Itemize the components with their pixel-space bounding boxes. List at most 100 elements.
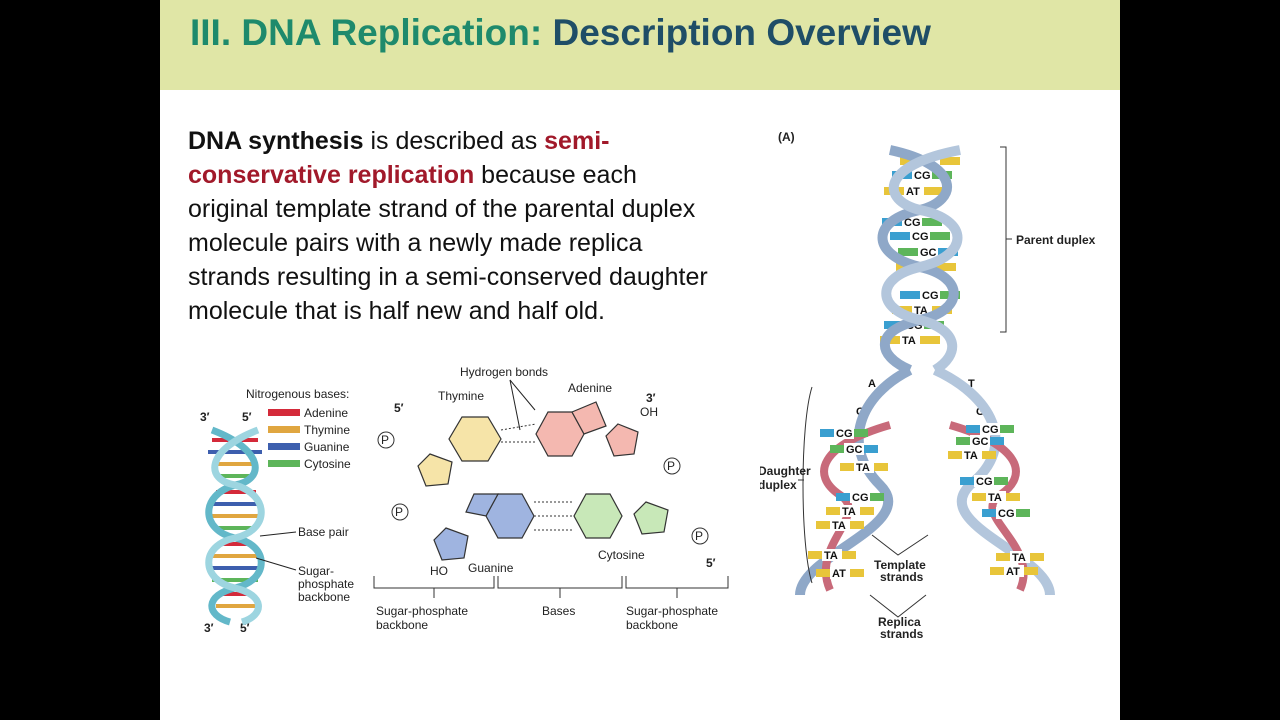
base-pair-label: TA: [1012, 552, 1026, 564]
base-pair-rung: AT: [990, 565, 1038, 578]
legend-adenine: Adenine: [268, 406, 348, 420]
hbond-pointer-2: [509, 379, 536, 411]
end-5-top-label: 5′: [394, 401, 404, 415]
base-pair-label: GC: [846, 444, 863, 456]
base-pair-rung: GC: [956, 435, 1004, 448]
sugar-top-right: [605, 423, 639, 457]
base-pair-label: TA: [856, 462, 870, 474]
adenine-label: Adenine: [568, 381, 612, 395]
backbone-label-3: backbone: [298, 590, 350, 604]
phosphate-top-left: P: [377, 431, 395, 449]
svg-text:P: P: [695, 529, 703, 543]
end-label-top-right: 5′: [242, 410, 252, 424]
base-pair-label: CG: [982, 424, 999, 436]
bracket-mid-label: Bases: [542, 604, 575, 618]
end-label-top-left: 3′: [200, 410, 210, 424]
base-pair-label: TA: [842, 506, 856, 518]
base-pair-label: GC: [972, 436, 989, 448]
base-pair-rung: CG: [900, 289, 960, 302]
end-3-top-label: 3′: [646, 391, 656, 405]
cytosine-label: Cytosine: [598, 548, 645, 562]
base-pair-label: AT: [832, 568, 846, 580]
base-pair-rung: CG: [890, 230, 950, 243]
base-pair-label: CG: [852, 492, 869, 504]
legend-thymine-label: Thymine: [304, 423, 350, 437]
base-pair-rung: GC: [898, 246, 958, 259]
template-label-2: strands: [880, 570, 924, 584]
daughter-duplex-bracket: [798, 386, 813, 584]
sugar-top-left: [417, 453, 453, 487]
legend-title: Nitrogenous bases:: [246, 387, 349, 401]
base-pair-rung: GC: [830, 443, 878, 456]
end-5-bottom-label: 5′: [706, 556, 716, 570]
thymine-ring: [448, 416, 502, 462]
base-pair-label: CG: [914, 170, 931, 182]
base-pair-label: TA: [824, 550, 838, 562]
bracket-lines: [373, 576, 729, 598]
legend-guanine-label: Guanine: [304, 440, 350, 454]
sugar-bottom-left: [433, 527, 469, 561]
base-pair-rung: CG: [982, 507, 1030, 520]
bracket-right-label-2: backbone: [626, 618, 678, 632]
bracket-left-label-2: backbone: [376, 618, 428, 632]
base-pair-label: TA: [988, 492, 1002, 504]
svg-text:P: P: [381, 433, 389, 447]
template-label-1: Template: [874, 558, 926, 572]
phosphate-top-right: P: [663, 457, 681, 475]
backbone-pointer: [255, 557, 297, 571]
fork-left-base: A: [868, 378, 876, 390]
base-pair-label: GC: [920, 247, 937, 259]
slide-title: III. DNA Replication: Description Overvi…: [190, 12, 931, 54]
phosphate-bottom-left: P: [391, 503, 409, 521]
paragraph-highlight: semi-conservative replication: [188, 127, 610, 189]
guanine-ring-5: [465, 493, 500, 517]
fork-right-base: G: [976, 406, 985, 418]
base-pair-label: CG: [998, 508, 1015, 520]
base-pair-rung: AT: [816, 567, 864, 580]
fork-right-base: T: [968, 378, 975, 390]
backbone-label-1: Sugar-: [298, 564, 334, 578]
parent-duplex-label: Parent duplex: [1016, 233, 1096, 247]
base-pair-rung: TA: [816, 519, 864, 532]
template-pointer: [871, 534, 929, 556]
base-pair-rung: TA: [880, 334, 940, 347]
base-pair-rung: TA: [826, 505, 874, 518]
cytosine-ring: [573, 493, 623, 539]
base-pair-rung: TA: [996, 551, 1044, 564]
base-pair-rung: TA: [840, 461, 888, 474]
base-pair-label: CG: [904, 217, 921, 229]
hbond-pointer-1: [509, 379, 521, 431]
base-pair-chemistry-figure: Hydrogen bonds Thymine Adenine 5′ 3′ OH …: [373, 365, 729, 632]
adenine-ring-5: [571, 401, 607, 435]
base-pair-label: AT: [1006, 566, 1020, 578]
base-pair-rung: CG: [960, 475, 1008, 488]
base-pair-label: TA: [832, 520, 846, 532]
phosphate-bottom-right: P: [691, 527, 709, 545]
base-pair-label: Base pair: [298, 525, 349, 539]
panel-label: (A): [778, 130, 795, 144]
base-pair-label: CG: [836, 428, 853, 440]
svg-text:P: P: [395, 505, 403, 519]
title-part-2: Description Overview: [552, 12, 931, 53]
svg-text:P: P: [667, 459, 675, 473]
legend-thymine: Thymine: [268, 423, 350, 437]
backbone-label-2: phosphate: [298, 577, 354, 591]
legend-guanine: Guanine: [268, 440, 350, 454]
slide: III. DNA Replication: Description Overvi…: [160, 0, 1120, 720]
description-paragraph: DNA synthesis is described as semi-conse…: [188, 124, 708, 328]
base-pair-rung: TA: [808, 549, 856, 562]
sugar-bottom-right: [633, 501, 669, 535]
parent-strand-b: [881, 145, 963, 375]
legend-cytosine-label: Cytosine: [304, 457, 351, 471]
title-part-1: III. DNA Replication:: [190, 12, 543, 53]
daughter-duplex-label-1: Daughter: [760, 464, 811, 478]
dna-helix-figure: 3′ 5′ 3′ 5′ Nitrogenous bases: Adenine: [200, 387, 354, 635]
base-pair-rung: CG: [966, 423, 1014, 436]
base-pair-label: CG: [912, 231, 929, 243]
base-pair-label: TA: [964, 450, 978, 462]
base-pair-label: CG: [976, 476, 993, 488]
parent-duplex-bracket: [1000, 146, 1012, 333]
base-pair-pointer: [259, 531, 297, 537]
replica-pointer: [869, 594, 927, 618]
